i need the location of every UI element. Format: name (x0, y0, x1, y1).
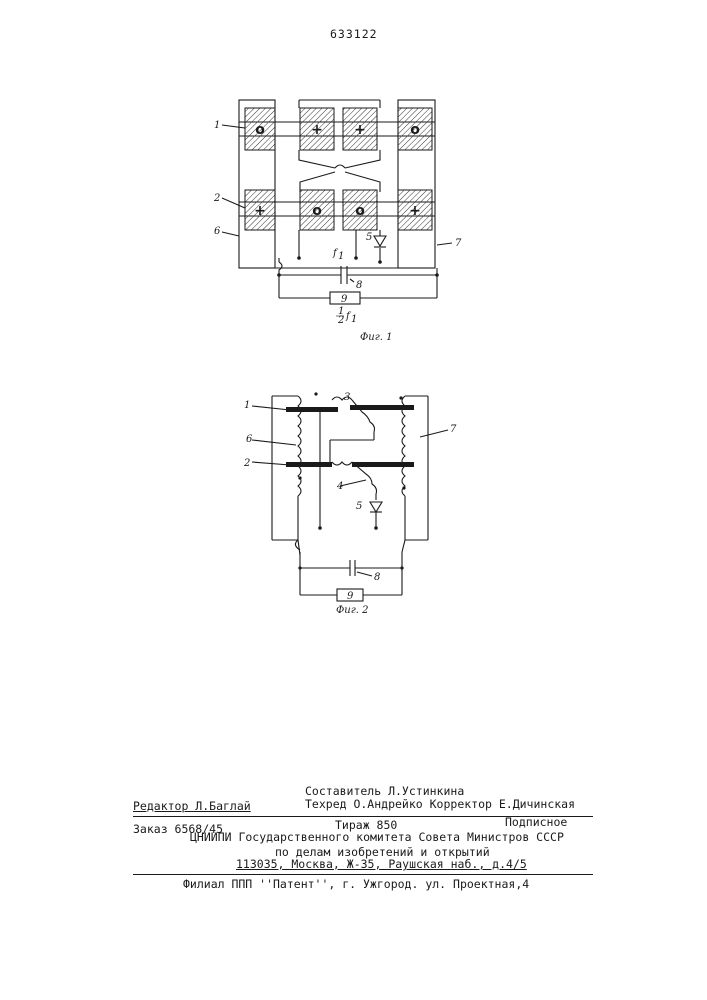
core-bar (286, 462, 332, 467)
techred-corrector-line: Техред О.Андрейко Корректор Е.Дичинская (305, 797, 575, 811)
label-core1: 1 (244, 400, 250, 411)
label-coil3: 3 (344, 392, 350, 403)
label-winding-right-2: 7 (450, 424, 457, 435)
core-bar (350, 405, 414, 410)
label-capacitor-2: 8 (374, 572, 380, 583)
figure-2-caption: Фиг. 2 (336, 605, 369, 616)
label-diode-2: 5 (356, 501, 362, 512)
branch-line: Филиал ППП ''Патент'', г. Ужгород. ул. П… (183, 877, 529, 891)
label-load-2: 9 (347, 591, 354, 602)
divider (133, 874, 593, 875)
editor-line: Редактор Л.Баглай (133, 799, 251, 813)
org-line-1: ЦНИИПИ Государственного комитета Совета … (190, 830, 564, 844)
address-line: 113035, Москва, Ж-35, Раушская наб., д.4… (236, 857, 527, 871)
core-bar (286, 407, 338, 412)
subscription-line: Подписное (505, 815, 567, 829)
label-coil4: 4 (336, 481, 343, 492)
label-core2: 2 (243, 458, 250, 469)
figure-2-diagram: 1 2 3 4 5 6 7 8 9 Фиг. 2 (0, 0, 707, 700)
label-winding-left-2: 6 (246, 434, 253, 445)
core-bar (352, 462, 414, 467)
compiler-line: Составитель Л.Устинкина (305, 784, 464, 798)
